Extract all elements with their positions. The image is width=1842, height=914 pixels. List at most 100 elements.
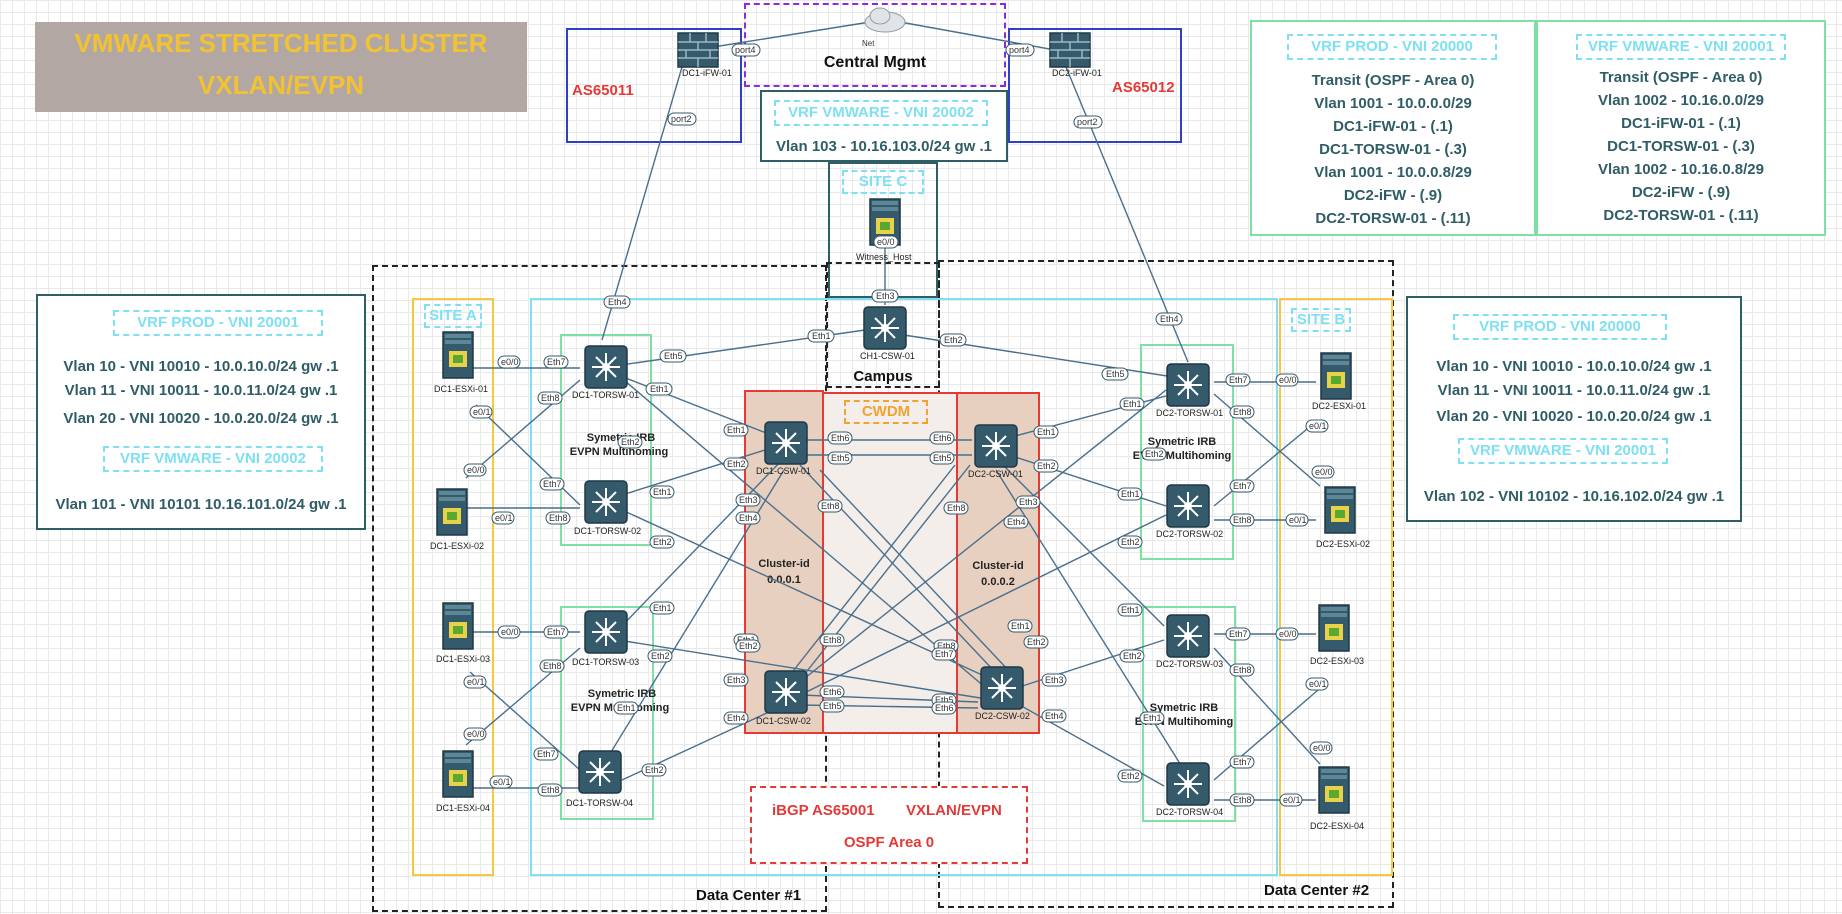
port-label: Eth3 xyxy=(876,291,895,301)
port-label: Eth2 xyxy=(739,641,758,651)
dc2-prod-vlan: Vlan 20 - VNI 10020 - 10.0.20.0/24 gw .1 xyxy=(1436,408,1712,425)
dc2-torsw-01-label: DC2-TORSW-01 xyxy=(1156,408,1223,418)
cluster-1-id-label: Cluster-id xyxy=(758,558,810,570)
dc2-irb-b-line1: Symetric IRB xyxy=(1149,702,1219,714)
server-icon[interactable] xyxy=(442,331,474,379)
data-center-2-label: Data Center #2 xyxy=(1264,882,1370,899)
port-label: port4 xyxy=(1009,45,1030,55)
dc2-torsw-03-label: DC2-TORSW-03 xyxy=(1156,659,1223,669)
port-label: Eth6 xyxy=(831,433,850,443)
port-label: Eth8 xyxy=(543,661,562,671)
firewall-icon[interactable] xyxy=(677,32,719,68)
vmware-transit-box: VRF VMWARE - VNI 20001 Transit (OSPF - A… xyxy=(1536,20,1826,236)
port-label: e0/0 xyxy=(1279,629,1297,639)
cluster-1-id-value: 0.0.0.1 xyxy=(767,574,801,586)
server-icon[interactable] xyxy=(442,750,474,798)
switch-icon[interactable] xyxy=(1166,614,1210,658)
server-icon[interactable] xyxy=(1318,604,1350,652)
port-label: Eth2 xyxy=(1123,651,1142,661)
switch-icon[interactable] xyxy=(1166,363,1210,407)
switch-icon[interactable] xyxy=(584,610,628,654)
switch-icon[interactable] xyxy=(1166,484,1210,528)
dc1-csw-01-label: DC1-CSW-01 xyxy=(756,466,811,476)
port-label: Eth1 xyxy=(1123,399,1142,409)
port-label: Eth2 xyxy=(621,437,640,447)
port-label: e0/0 xyxy=(501,627,519,637)
dc1-irb-b-line1: Symetric IRB xyxy=(587,688,657,700)
port-label: Eth7 xyxy=(1229,375,1248,385)
port-label: Eth8 xyxy=(821,501,840,511)
switch-icon[interactable] xyxy=(764,670,808,714)
dc1-torsw-02-label: DC1-TORSW-02 xyxy=(574,526,641,536)
ospf-label: OSPF Area 0 xyxy=(843,834,935,851)
dc1-esxi-01-label: DC1-ESXi-01 xyxy=(434,384,488,394)
server-icon[interactable] xyxy=(1318,766,1350,814)
dc1-torsw-01-label: DC1-TORSW-01 xyxy=(572,390,639,400)
dc1-vrf-prod: VRF PROD - VNI 20001 xyxy=(113,310,323,336)
server-icon[interactable] xyxy=(1324,486,1356,534)
switch-icon[interactable] xyxy=(578,750,622,794)
cloud-icon xyxy=(864,7,906,33)
vmware-transit-line: Vlan 1002 - 10.16.0.0/29 xyxy=(1598,92,1764,109)
port-label: Eth8 xyxy=(947,503,966,513)
as65011-box: AS65011 xyxy=(566,28,742,143)
port-label: Eth4 xyxy=(1045,711,1064,721)
switch-icon[interactable] xyxy=(974,424,1018,468)
dc1-vrf-info-box: VRF PROD - VNI 20001 Vlan 10 - VNI 10010… xyxy=(36,294,366,530)
server-icon[interactable] xyxy=(442,602,474,650)
as65011-label: AS65011 xyxy=(572,82,634,99)
prod-transit-line: DC1-TORSW-01 - (.3) xyxy=(1319,141,1467,158)
port-label: Eth8 xyxy=(1233,665,1252,675)
port-label: Eth2 xyxy=(1027,637,1046,647)
port-label: Eth4 xyxy=(727,713,746,723)
port-label: Eth2 xyxy=(653,537,672,547)
port-label: port4 xyxy=(735,45,756,55)
switch-icon[interactable] xyxy=(863,306,907,350)
switch-icon[interactable] xyxy=(1166,762,1210,806)
vmware-transit-line: Transit (OSPF - Area 0) xyxy=(1599,69,1763,86)
port-label: Eth4 xyxy=(1007,517,1026,527)
port-label: Eth2 xyxy=(1145,449,1164,459)
port-label: Eth5 xyxy=(933,453,952,463)
cluster-2-id-value: 0.0.0.2 xyxy=(981,576,1015,588)
port-label: Eth1 xyxy=(1011,621,1030,631)
port-label: Eth1 xyxy=(1037,427,1056,437)
server-icon[interactable] xyxy=(436,488,468,536)
firewall-icon[interactable] xyxy=(1049,32,1091,68)
port-label: Eth8 xyxy=(1233,795,1252,805)
port-label: Eth1 xyxy=(617,703,636,713)
port-label: Eth7 xyxy=(537,749,556,759)
port-label: Eth7 xyxy=(547,357,566,367)
port-label: e0/1 xyxy=(493,777,511,787)
dc2-vrf-info-box: VRF PROD - VNI 20000 Vlan 10 - VNI 10010… xyxy=(1406,296,1742,522)
port-label: Eth2 xyxy=(1037,461,1056,471)
server-icon[interactable] xyxy=(1320,352,1352,400)
switch-icon[interactable] xyxy=(584,480,628,524)
port-label: e0/1 xyxy=(467,677,485,687)
fw-dc2-label: DC2-iFW-01 xyxy=(1052,68,1102,78)
site-c-label: SITE C xyxy=(842,170,924,194)
vmware-transit-line: DC1-iFW-01 - (.1) xyxy=(1621,115,1741,132)
port-label: Eth4 xyxy=(608,297,627,307)
dc1-vrf-vmware: VRF VMWARE - VNI 20002 xyxy=(103,446,323,472)
as65012-box: AS65012 xyxy=(1008,28,1182,143)
dc2-vrf-vmware: VRF VMWARE - VNI 20001 xyxy=(1458,438,1668,464)
site-b-label: SITE B xyxy=(1291,308,1351,332)
switch-icon[interactable] xyxy=(764,421,808,465)
prod-transit-vrf: VRF PROD - VNI 20000 xyxy=(1287,34,1497,60)
vmware-transit-line: DC2-iFW - (.9) xyxy=(1631,184,1731,201)
port-label: Eth5 xyxy=(1106,369,1125,379)
vmware-transit-line: DC1-TORSW-01 - (.3) xyxy=(1607,138,1755,155)
diagram-title-line2: VXLAN/EVPN xyxy=(197,70,365,100)
vmware-transit-line: Vlan 1002 - 10.16.0.8/29 xyxy=(1598,161,1764,178)
dc2-esxi-02-label: DC2-ESXi-02 xyxy=(1316,539,1370,549)
switch-icon[interactable] xyxy=(584,345,628,389)
switch-icon[interactable] xyxy=(980,666,1024,710)
port-label: e0/0 xyxy=(1313,743,1331,753)
port-label: Eth2 xyxy=(645,765,664,775)
port-label: Eth8 xyxy=(823,635,842,645)
dc1-torsw-03-label: DC1-TORSW-03 xyxy=(572,657,639,667)
as65012-label: AS65012 xyxy=(1112,79,1175,96)
port-label: e0/1 xyxy=(1289,515,1307,525)
